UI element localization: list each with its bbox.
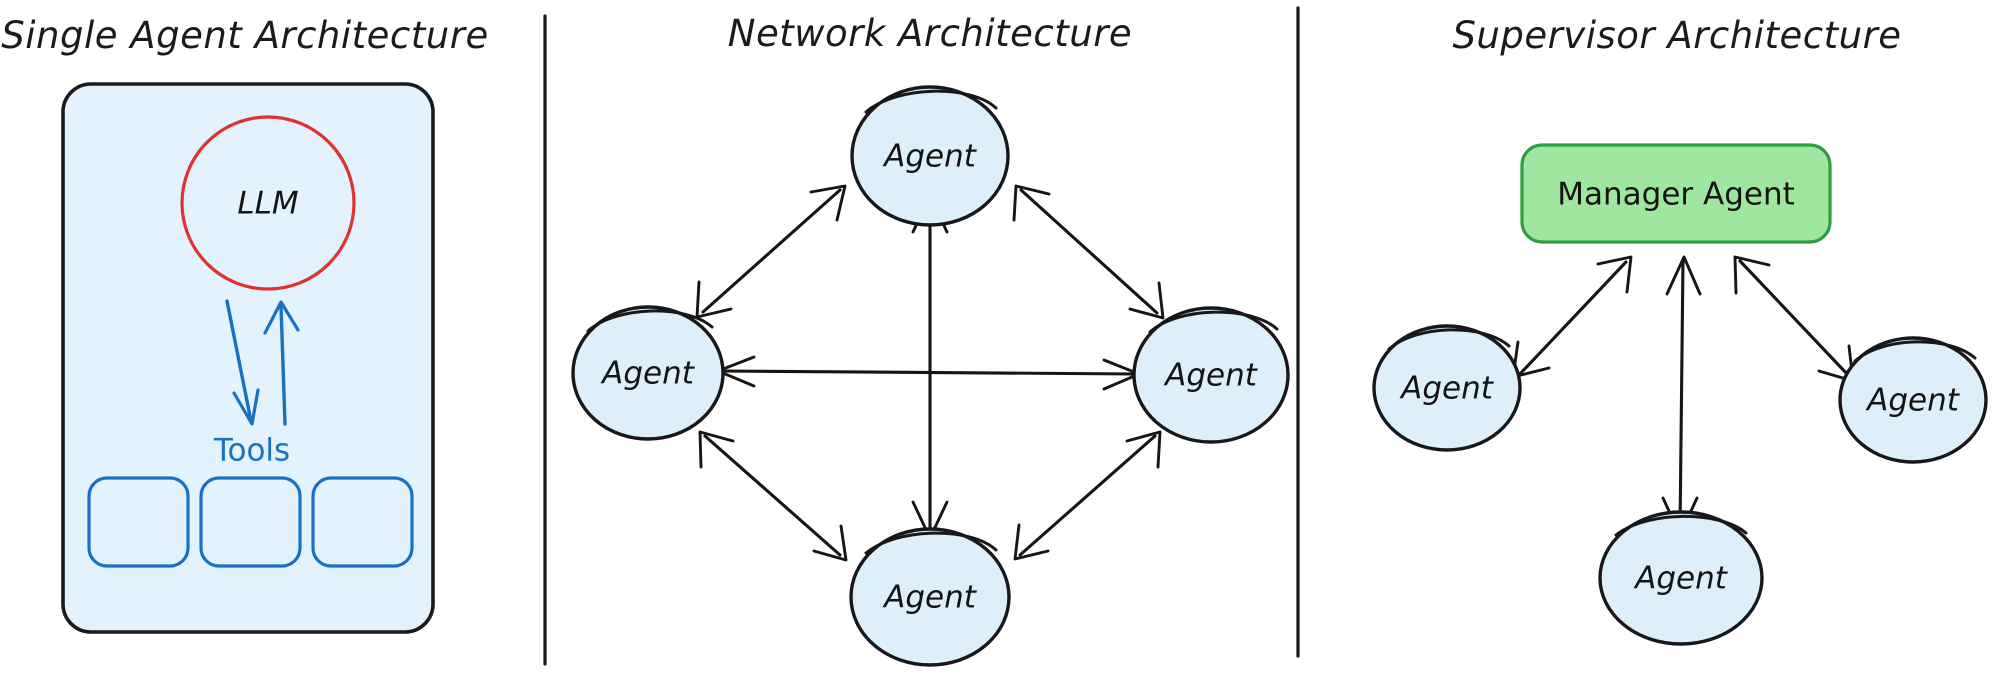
edge-top-bottom: [911, 194, 949, 540]
edge-top-left: [695, 184, 847, 319]
arrow-tools-to-llm: [263, 300, 300, 426]
network-node-bottom[interactable]: Agent: [849, 527, 1011, 667]
tool-box-1[interactable]: [87, 476, 190, 568]
tools-label: Tools: [213, 433, 290, 469]
supervisor-node-center[interactable]: Agent: [1598, 510, 1764, 646]
network-node-right[interactable]: Agent: [1132, 306, 1290, 444]
panel-single-agent: Single Agent Architecture LLM Tools: [1, 14, 488, 634]
tool-box-2[interactable]: [199, 476, 302, 568]
panel-title-network: Network Architecture: [728, 12, 1132, 55]
edge-manager-left: [1511, 255, 1633, 379]
llm-label: LLM: [237, 186, 298, 222]
llm-circle: [180, 115, 356, 291]
panel-title-single-agent: Single Agent Architecture: [1, 14, 488, 57]
network-node-bottom-label: Agent: [882, 580, 978, 616]
network-node-left[interactable]: Agent: [571, 305, 725, 441]
supervisor-node-right-label: Agent: [1865, 383, 1961, 419]
arrow-llm-to-tools: [225, 299, 260, 426]
edge-manager-right: [1733, 255, 1855, 383]
supervisor-node-center-label: Agent: [1633, 561, 1729, 597]
manager-agent-label: Manager Agent: [1557, 177, 1795, 213]
panel-title-supervisor: Supervisor Architecture: [1452, 14, 1901, 57]
supervisor-node-left-label: Agent: [1399, 371, 1495, 407]
panel-network: Network Architecture: [571, 12, 1290, 667]
supervisor-node-left[interactable]: Agent: [1372, 324, 1522, 452]
edge-top-right: [1012, 184, 1165, 320]
network-node-left-label: Agent: [600, 356, 696, 392]
network-node-right-label: Agent: [1163, 358, 1259, 394]
panel-supervisor: Supervisor Architecture Manager Agent: [1372, 14, 1988, 646]
edge-manager-center: [1661, 255, 1702, 537]
supervisor-node-right[interactable]: Agent: [1838, 336, 1988, 464]
manager-agent-node[interactable]: Manager Agent: [1520, 143, 1832, 244]
edge-right-bottom: [1013, 430, 1162, 561]
network-node-top-label: Agent: [882, 139, 978, 175]
edge-left-bottom: [698, 430, 848, 562]
network-node-top[interactable]: Agent: [850, 85, 1010, 227]
tool-box-3[interactable]: [311, 476, 414, 568]
